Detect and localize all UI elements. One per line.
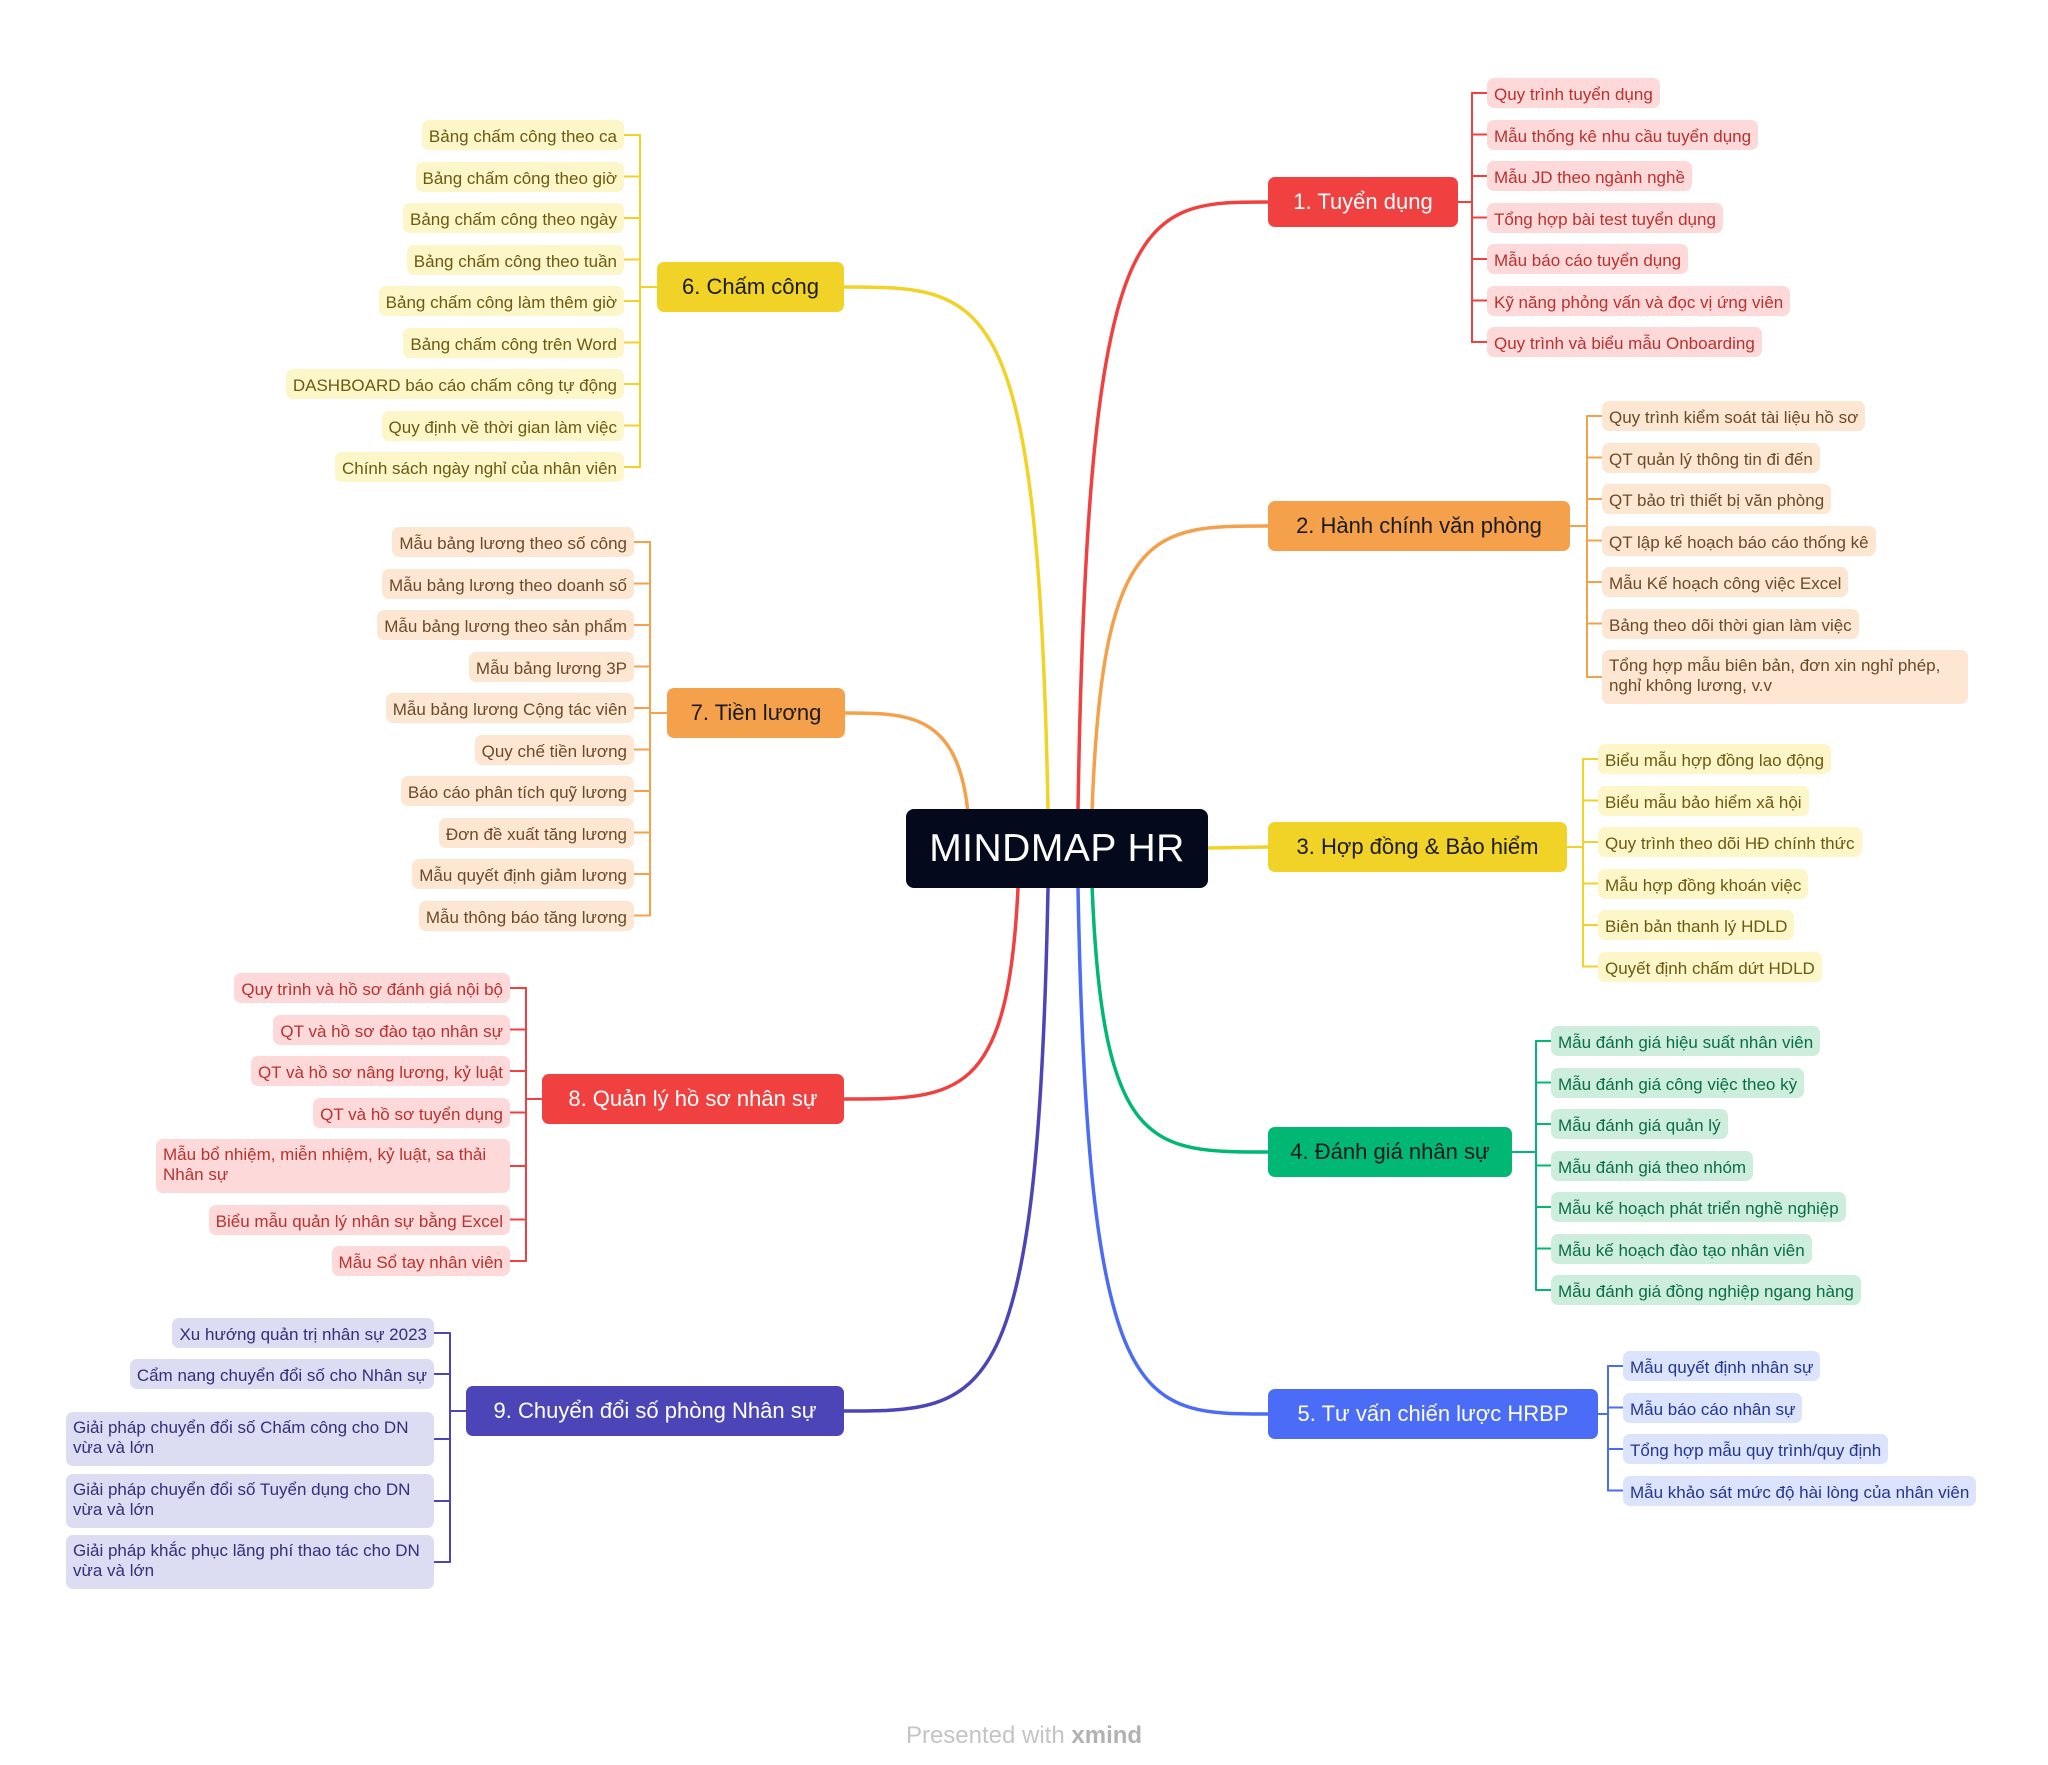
subtopic-item[interactable]: Mẫu bảng lương theo sản phẩm <box>377 610 634 640</box>
subtopic-item[interactable]: Quy định về thời gian làm việc <box>381 410 624 441</box>
central-topic[interactable]: MINDMAP HR <box>906 809 1208 888</box>
branch-topic[interactable]: 7. Tiền lương <box>667 688 845 738</box>
branch-connector <box>1090 524 1270 815</box>
subtopic-item[interactable]: Mẫu bảng lương theo số công <box>392 527 634 557</box>
subtopic-item[interactable]: Biên bản thanh lý HDLD <box>1598 910 1795 940</box>
branch-connector <box>843 711 970 815</box>
branch-topic[interactable]: 6. Chấm công <box>657 262 844 312</box>
subtopic-item[interactable]: Bảng chấm công làm thêm giờ <box>378 286 624 316</box>
subtopic-item[interactable]: Mẫu hợp đồng khoán việc <box>1598 868 1809 899</box>
subtopic-item[interactable]: QT và hồ sơ đào tạo nhân sự <box>273 1014 510 1045</box>
subtopic-item[interactable]: Quy trình theo dõi HĐ chính thức <box>1598 827 1862 857</box>
subtopic-item[interactable]: Biểu mẫu hợp đồng lao động <box>1598 744 1832 774</box>
subtopic-item[interactable]: Bảng chấm công trên Word <box>403 327 624 358</box>
subtopic-item[interactable]: Mẫu đánh giá hiệu suất nhân viên <box>1551 1026 1821 1056</box>
branch-connector <box>1206 845 1270 850</box>
xmind-brand: xmind <box>1071 1722 1143 1749</box>
subtopic-item[interactable]: Mẫu thống kê nhu cầu tuyển dụng <box>1487 119 1759 150</box>
subtopic-item[interactable]: Mẫu quyết định giảm lương <box>412 859 634 889</box>
subtopic-item[interactable]: Cẩm nang chuyển đổi số cho Nhân sự <box>129 1359 434 1389</box>
subtopic-item[interactable]: Quy trình và hồ sơ đánh giá nội bộ <box>234 973 510 1003</box>
subtopic-item[interactable]: Mẫu đánh giá theo nhóm <box>1551 1150 1754 1181</box>
branch-topic[interactable]: 1. Tuyển dụng <box>1268 177 1458 227</box>
subtopic-item[interactable]: QT và hồ sơ nâng lương, kỷ luật <box>250 1056 510 1086</box>
subtopic-item[interactable]: Mẫu đánh giá công việc theo kỳ <box>1551 1067 1805 1098</box>
subtopic-item[interactable]: Kỹ năng phỏng vấn và đọc vị ứng viên <box>1487 285 1791 316</box>
subtopic-item[interactable]: Bảng chấm công theo tuần <box>406 244 624 275</box>
subtopic-item[interactable]: Bảng chấm công theo giờ <box>415 161 624 192</box>
subtopic-item[interactable]: QT bảo trì thiết bị văn phòng <box>1602 484 1832 514</box>
subtopic-item[interactable]: QT và hồ sơ tuyển dụng <box>313 1097 510 1128</box>
subtopic-item[interactable]: Xu hướng quản trị nhân sự 2023 <box>172 1318 434 1348</box>
subtopic-item[interactable]: QT quản lý thông tin đi đến <box>1602 442 1820 473</box>
subtopic-item[interactable]: Mẫu bảng lương Cộng tác viên <box>385 693 634 723</box>
branch-connector <box>1090 882 1270 1154</box>
subtopic-item[interactable]: Mẫu bảng lương theo doanh số <box>381 568 634 599</box>
subtopic-item[interactable]: Quy trình và biểu mẫu Onboarding <box>1487 327 1762 357</box>
subtopic-item[interactable]: Quy trình kiểm soát tài liệu hồ sơ <box>1602 401 1866 431</box>
branch-connector <box>1076 886 1270 1416</box>
subtopic-item[interactable]: Mẫu kế hoạch phát triển nghề nghiệp <box>1551 1192 1846 1222</box>
branch-connector <box>842 886 1050 1413</box>
subtopic-item[interactable]: Báo cáo phân tích quỹ lương <box>400 776 634 806</box>
subtopic-item[interactable]: Giải pháp chuyển đổi số Tuyển dụng cho D… <box>66 1474 434 1528</box>
subtopic-item[interactable]: DASHBOARD báo cáo chấm công tự động <box>285 369 624 399</box>
footer-prefix: Presented with <box>905 1722 1065 1749</box>
subtopic-item[interactable]: Tổng hợp mẫu quy trình/quy định <box>1623 1434 1889 1464</box>
branch-topic[interactable]: 5. Tư vấn chiến lược HRBP <box>1268 1389 1598 1439</box>
subtopic-item[interactable]: Quy trình tuyển dụng <box>1487 78 1660 108</box>
subtopic-item[interactable]: Quy chế tiền lương <box>474 734 634 765</box>
branch-topic[interactable]: 4. Đánh giá nhân sự <box>1268 1127 1512 1177</box>
subtopic-item[interactable]: Mẫu bảng lương 3P <box>468 651 634 682</box>
subtopic-item[interactable]: Biểu mẫu quản lý nhân sự bằng Excel <box>208 1204 510 1235</box>
subtopic-item[interactable]: Mẫu khảo sát mức độ hài lòng của nhân vi… <box>1623 1475 1977 1506</box>
branch-topic[interactable]: 3. Hợp đồng & Bảo hiểm <box>1268 822 1567 872</box>
branch-connector <box>1076 200 1270 811</box>
subtopic-item[interactable]: Bảng chấm công theo ca <box>421 120 624 150</box>
subtopic-item[interactable]: Quyết định chấm dứt HDLD <box>1598 951 1822 982</box>
subtopic-item[interactable]: Tổng hợp bài test tuyển dụng <box>1487 202 1723 233</box>
subtopic-item[interactable]: Mẫu quyết định nhân sự <box>1623 1351 1821 1381</box>
subtopic-item[interactable]: Tổng hợp mẫu biên bản, đơn xin nghỉ phép… <box>1602 650 1968 704</box>
subtopic-item[interactable]: Mẫu JD theo ngành nghề <box>1487 161 1692 191</box>
subtopic-item[interactable]: Mẫu đánh giá đồng nghiệp ngang hàng <box>1551 1275 1861 1305</box>
subtopic-item[interactable]: Mẫu Sổ tay nhân viên <box>331 1246 510 1276</box>
subtopic-item[interactable]: Chính sách ngày nghỉ của nhân viên <box>334 452 624 482</box>
presented-with-footer: Presented with xmind <box>0 1722 2048 1750</box>
subtopic-item[interactable]: Mẫu đánh giá quản lý <box>1551 1109 1728 1139</box>
branch-connector <box>842 285 1050 811</box>
subtopic-item[interactable]: Đơn đề xuất tăng lương <box>438 817 634 848</box>
branch-connector <box>842 886 1020 1101</box>
branch-topic[interactable]: 8. Quản lý hồ sơ nhân sự <box>542 1074 844 1124</box>
subtopic-item[interactable]: QT lập kế hoạch báo cáo thống kê <box>1602 525 1876 556</box>
subtopic-item[interactable]: Bảng theo dõi thời gian làm việc <box>1602 608 1859 639</box>
subtopic-item[interactable]: Biểu mẫu bảo hiểm xã hội <box>1598 785 1809 816</box>
subtopic-item[interactable]: Mẫu báo cáo nhân sự <box>1623 1392 1803 1423</box>
subtopic-item[interactable]: Mẫu Kế hoạch công việc Excel <box>1602 567 1849 597</box>
branch-topic[interactable]: 2. Hành chính văn phòng <box>1268 501 1570 551</box>
subtopic-item[interactable]: Mẫu thông báo tăng lương <box>418 900 634 931</box>
subtopic-item[interactable]: Mẫu kế hoạch đào tạo nhân viên <box>1551 1233 1812 1264</box>
subtopic-item[interactable]: Bảng chấm công theo ngày <box>403 203 624 233</box>
subtopic-item[interactable]: Mẫu bổ nhiệm, miễn nhiệm, kỷ luật, sa th… <box>156 1139 510 1193</box>
subtopic-item[interactable]: Mẫu báo cáo tuyển dụng <box>1487 244 1689 274</box>
branch-topic[interactable]: 9. Chuyển đổi số phòng Nhân sự <box>466 1386 844 1436</box>
subtopic-item[interactable]: Giải pháp chuyển đổi số Chấm công cho DN… <box>66 1412 434 1466</box>
subtopic-item[interactable]: Giải pháp khắc phục lãng phí thao tác ch… <box>66 1535 434 1589</box>
